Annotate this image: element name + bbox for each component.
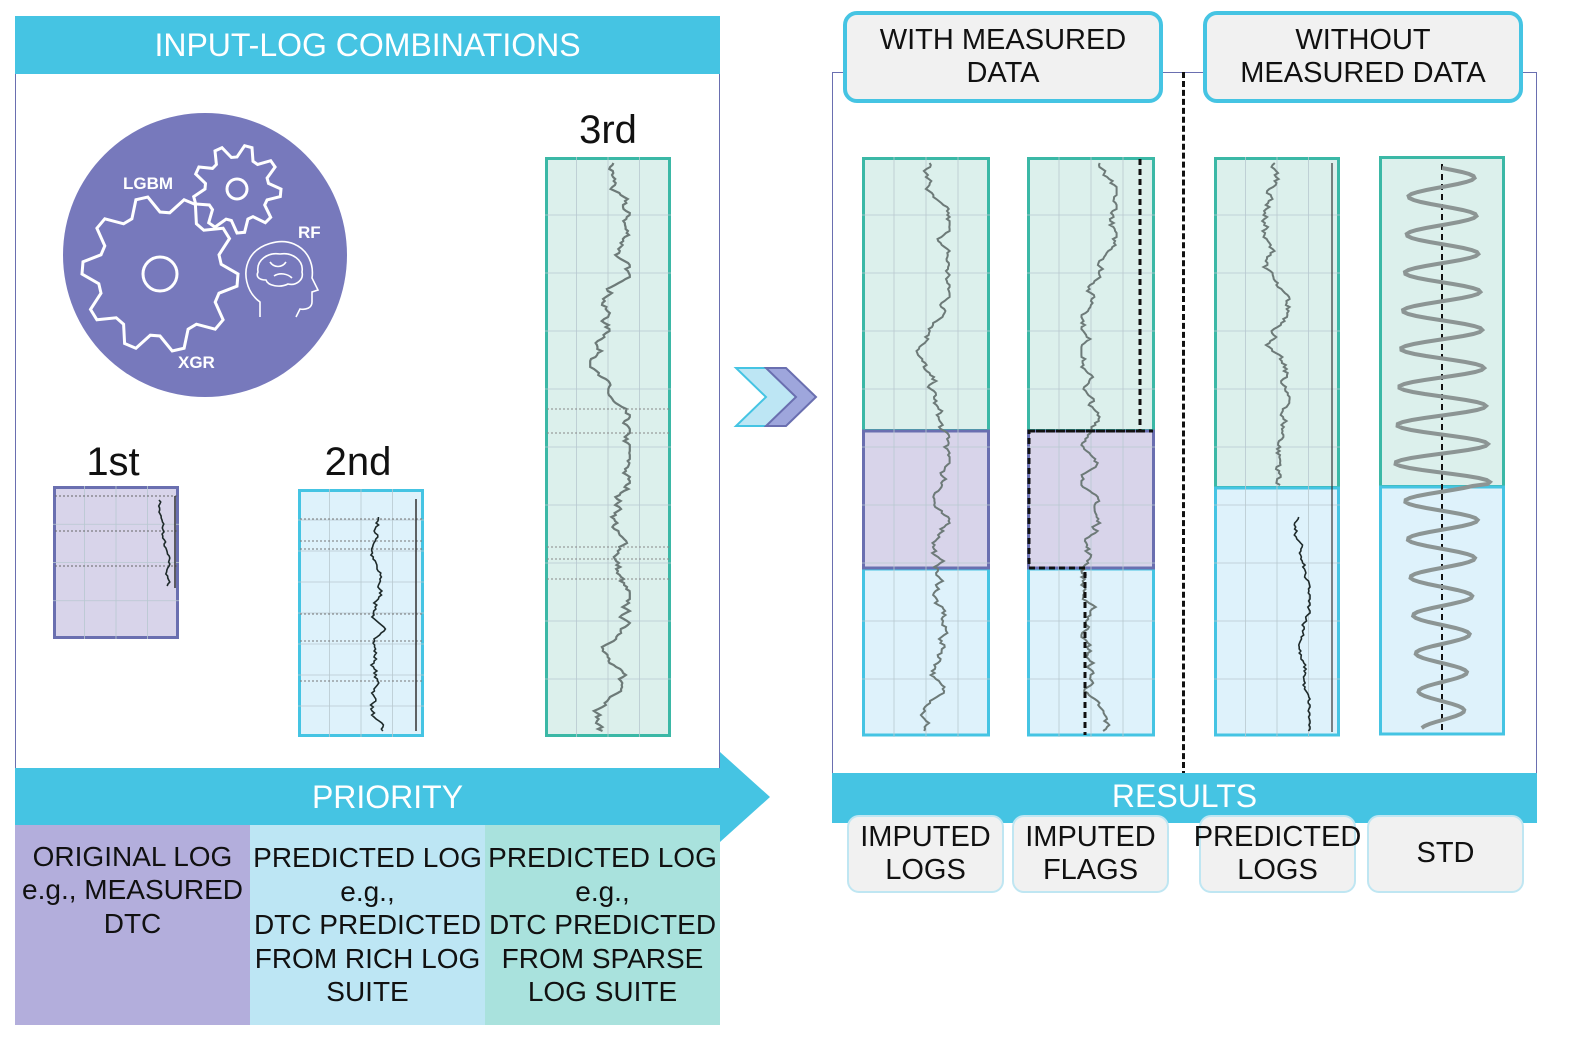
log-curve <box>1260 162 1292 486</box>
tab-line: FLAGS <box>1042 854 1139 886</box>
rank-third-label: 3rd <box>579 108 637 152</box>
category-predicted-sparse: PREDICTED LOG e.g., DTC PREDICTED FROM S… <box>485 825 720 1025</box>
rank-first-label: 1st <box>86 440 140 484</box>
double-chevron-icon <box>733 367 818 427</box>
category-line: SUITE <box>326 976 409 1008</box>
rf-label: RF <box>298 223 321 242</box>
category-predicted-rich: PREDICTED LOG e.g., DTC PREDICTED FROM R… <box>250 825 485 1025</box>
log-track-sparse-suite <box>545 157 671 737</box>
log-curve <box>915 162 952 732</box>
input-combinations-title: INPUT-LOG COMBINATIONS <box>154 27 581 63</box>
category-line: PREDICTED LOG <box>253 842 482 874</box>
log-track-original <box>53 486 179 639</box>
with-measured-line: DATA <box>966 57 1040 89</box>
log-track-rich-suite <box>298 489 424 737</box>
small-gear-icon <box>191 143 283 235</box>
category-line: DTC <box>103 907 162 939</box>
with-measured-data-header: WITH MEASURED DATA <box>843 11 1163 103</box>
tab-line: STD <box>1416 837 1475 870</box>
log-curve <box>369 517 387 732</box>
lgbm-label: LGBM <box>123 174 173 193</box>
tab-line: PREDICTED <box>1193 820 1362 853</box>
log-curve <box>157 499 171 587</box>
category-line: DTC PREDICTED <box>253 909 482 941</box>
category-line: e.g., <box>340 875 395 907</box>
category-line: e.g., <box>575 875 630 907</box>
category-original-log: ORIGINAL LOG e.g., MEASURED DTC <box>15 825 250 1025</box>
tab-predicted-logs: PREDICTED LOGS <box>1194 815 1361 893</box>
std-track <box>1379 156 1505 736</box>
std-curve <box>1393 166 1494 730</box>
xgr-label: XGR <box>178 353 215 372</box>
head-brain-icon <box>245 240 320 318</box>
without-measured-line: WITHOUT <box>1295 23 1431 56</box>
log-curve <box>1079 162 1118 732</box>
without-measured-data-header: WITHOUT MEASURED DATA <box>1203 11 1523 103</box>
tab-line: LOGS <box>1237 854 1318 886</box>
category-line: FROM SPARSE <box>501 942 704 974</box>
results-label: RESULTS <box>1111 778 1258 814</box>
tab-imputed-logs: IMPUTED LOGS <box>847 815 1004 893</box>
tab-line: LOGS <box>885 854 966 886</box>
priority-label: PRIORITY <box>311 779 464 815</box>
tab-imputed-flags: IMPUTED FLAGS <box>1012 815 1169 893</box>
category-line: ORIGINAL LOG <box>32 840 233 872</box>
imputed-logs-track <box>862 157 990 737</box>
category-line: LOG SUITE <box>527 976 678 1008</box>
log-curve <box>1293 516 1311 732</box>
flag-boundary <box>1027 159 1142 735</box>
tab-line: IMPUTED <box>1025 820 1156 853</box>
category-line: PREDICTED LOG <box>488 842 717 874</box>
predicted-logs-track <box>1214 157 1340 737</box>
input-combinations-header: INPUT-LOG COMBINATIONS <box>15 16 720 74</box>
tab-std: STD <box>1367 815 1524 893</box>
large-gear-icon <box>80 195 240 353</box>
gears-brain-icon: LGBM RF XGR <box>63 113 347 397</box>
category-line: e.g., MEASURED <box>22 874 243 906</box>
imputed-flags-track <box>1027 157 1155 737</box>
results-header: RESULTS <box>832 773 1537 823</box>
without-measured-line: MEASURED DATA <box>1240 57 1486 89</box>
priority-arrow <box>15 752 770 842</box>
category-line: FROM RICH LOG <box>254 942 481 974</box>
with-measured-line: WITH MEASURED <box>879 23 1127 56</box>
log-curve <box>589 162 633 733</box>
category-line: DTC PREDICTED <box>488 909 717 941</box>
rank-second-label: 2nd <box>324 440 392 484</box>
tab-line: IMPUTED <box>860 820 991 853</box>
panel-divider <box>1182 72 1185 777</box>
